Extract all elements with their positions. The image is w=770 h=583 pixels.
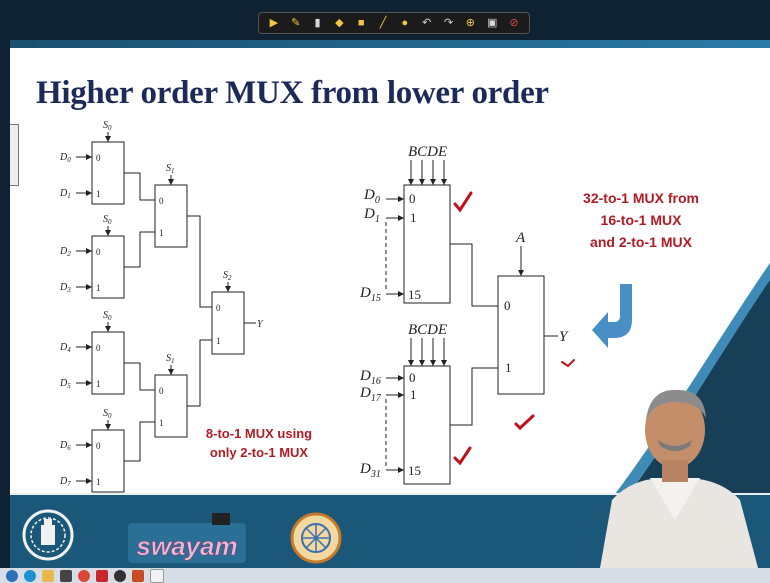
iit-logo-icon <box>22 505 74 565</box>
recorder-icon[interactable] <box>114 570 126 582</box>
right-note: 32-to-1 MUX from 16-to-1 MUX and 2-to-1 … <box>566 187 716 253</box>
port-1: 1 <box>410 387 417 402</box>
port-1: 1 <box>410 210 417 225</box>
right-note-line2: 16-to-1 MUX <box>566 209 716 231</box>
right-note-line1: 32-to-1 MUX from <box>566 187 716 209</box>
start-icon[interactable] <box>6 570 18 582</box>
select-label-a: A <box>515 230 526 246</box>
app-icon[interactable] <box>150 569 164 583</box>
browser-icon[interactable] <box>24 570 36 582</box>
chrome-icon[interactable] <box>78 570 90 582</box>
checkmark-icon <box>455 448 470 463</box>
output-label-y: Y <box>559 329 569 345</box>
input-label: D1 <box>363 206 380 225</box>
taskbar <box>0 568 770 583</box>
swayam-logo: swayam <box>128 513 246 565</box>
input-label: D0 <box>363 187 380 206</box>
powerpoint-icon[interactable] <box>132 570 144 582</box>
port-15: 15 <box>408 463 421 478</box>
port-1: 1 <box>505 360 512 375</box>
annotation-mark-icon <box>562 360 574 366</box>
port-0: 0 <box>409 370 416 385</box>
right-note-line3: and 2-to-1 MUX <box>566 231 716 253</box>
select-bus-label: BCDE <box>408 322 447 338</box>
input-label: D17 <box>359 385 382 404</box>
nptel-logo-icon <box>290 508 342 568</box>
port-0: 0 <box>504 298 511 313</box>
select-bus-label: BCDE <box>408 144 447 160</box>
swayam-logo-icon: swayam <box>128 513 246 565</box>
input-label: D15 <box>359 285 381 304</box>
media-icon[interactable] <box>60 570 72 582</box>
pdf-icon[interactable] <box>96 570 108 582</box>
swayam-logo-text: swayam <box>136 531 237 561</box>
curved-arrow-icon <box>592 284 632 348</box>
input-label: D31 <box>359 461 381 480</box>
checkmark-icon <box>516 416 533 428</box>
checkmark-icon <box>455 193 471 210</box>
port-0: 0 <box>409 191 416 206</box>
presenter-video <box>590 380 760 568</box>
port-15: 15 <box>408 287 421 302</box>
folder-icon[interactable] <box>42 570 54 582</box>
